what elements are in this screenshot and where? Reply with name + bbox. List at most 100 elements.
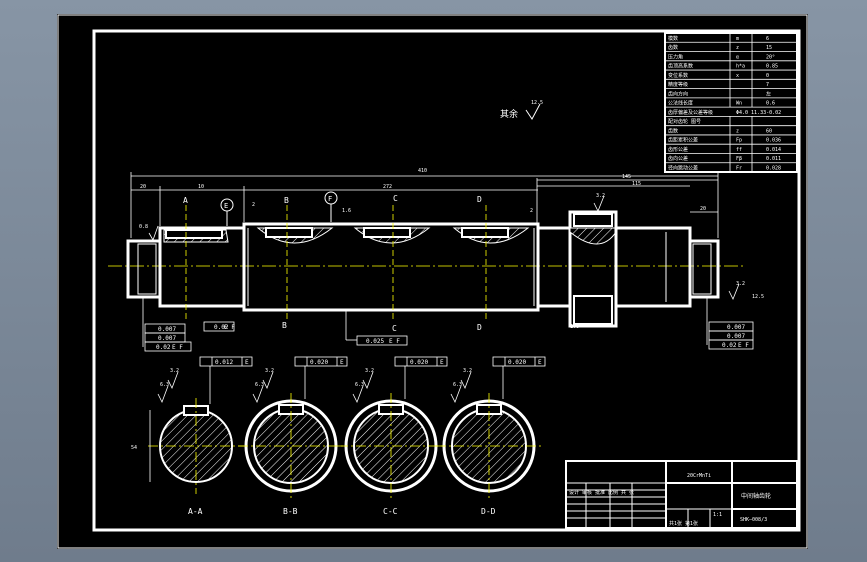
- top-dimensions: [130, 172, 719, 238]
- param-row: 变位系数 x 0: [665, 69, 797, 80]
- svg-text:115: 115: [632, 181, 641, 187]
- svg-text:E F: E F: [172, 344, 183, 351]
- svg-text:2: 2: [530, 208, 533, 214]
- svg-text:D: D: [477, 323, 482, 332]
- svg-text:0.02: 0.02: [214, 324, 229, 331]
- title-sheet: 共1张 第1张: [669, 520, 698, 527]
- outer-frame: [57, 14, 808, 549]
- svg-text:410: 410: [418, 168, 427, 174]
- svg-text:2: 2: [252, 202, 255, 208]
- svg-text:12.5: 12.5: [531, 100, 543, 106]
- svg-text:E F: E F: [738, 342, 749, 349]
- param-symbol: Wn: [736, 101, 742, 107]
- svg-text:3.2: 3.2: [596, 193, 605, 199]
- section-roughness: 3.2: [463, 368, 472, 374]
- param-label: 齿厚偏差及公差等级: [668, 109, 713, 116]
- svg-text:0.02: 0.02: [156, 344, 171, 351]
- section-tolerance-value: 0.020: [310, 359, 328, 366]
- svg-text:1.6: 1.6: [342, 208, 351, 214]
- param-symbol: Fp: [736, 138, 742, 144]
- section-name: C-C: [383, 507, 398, 516]
- svg-text:0.8: 0.8: [139, 224, 148, 230]
- param-label: 压力角: [668, 53, 683, 60]
- right-tolerance-frames: [706, 298, 754, 350]
- section-tolerance-ref: E: [538, 359, 542, 366]
- title-block: 20CrMnTi 中间轴齿轮 SHK—008/3 设计 审核 批准 比例 共 张…: [565, 460, 798, 529]
- param-row: 公法线长度 Wn 0.6: [665, 97, 797, 108]
- section-name: B-B: [283, 507, 298, 516]
- param-value: 7: [766, 82, 769, 88]
- inner-frame: [92, 29, 801, 532]
- param-value: 0.6: [766, 101, 775, 107]
- param-label: 模数: [668, 35, 678, 42]
- right-tolerance-texts: 0.007 0.007 0.02 E F: [722, 324, 749, 349]
- param-symbol: z: [736, 45, 739, 51]
- section-name: A-A: [188, 507, 203, 516]
- param-label: 齿向公差: [668, 155, 688, 162]
- svg-text:272: 272: [383, 184, 392, 190]
- param-value: 0.85: [766, 64, 778, 70]
- param-row: 齿距累积公差 Fp 0.036: [665, 134, 797, 145]
- param-value: 0: [766, 73, 769, 79]
- param-value: 左: [766, 90, 771, 97]
- param-label: 齿距累积公差: [668, 137, 698, 144]
- section-roughness: 3.2: [170, 368, 179, 374]
- svg-text:B: B: [282, 321, 287, 330]
- svg-text:0.007: 0.007: [158, 326, 176, 333]
- svg-text:0.007: 0.007: [727, 324, 745, 331]
- section-view: 0.020 E 6.3 3.2B-B: [238, 356, 348, 516]
- svg-text:145: 145: [622, 174, 631, 180]
- svg-text:E F: E F: [389, 338, 400, 345]
- section-roughness: 6.3: [255, 382, 264, 388]
- section-tolerance-ref: E: [245, 359, 249, 366]
- param-row: 配对齿轮 图号: [665, 116, 797, 126]
- datum-f-symbol: F: [324, 191, 338, 222]
- param-value: 0.036: [766, 138, 781, 144]
- section-cut-lines: [185, 205, 487, 320]
- param-label: 齿形公差: [668, 146, 688, 153]
- title-drawing-number: SHK—008/3: [740, 517, 767, 523]
- left-tolerance-texts: 0.007 0.007 0.02 E F 0.02 E F: [156, 324, 235, 351]
- section-roughness: 6.3: [355, 382, 364, 388]
- svg-text:D: D: [477, 195, 482, 204]
- param-value: 0.014: [766, 147, 781, 153]
- svg-text:20: 20: [140, 184, 146, 190]
- param-value: Φ4.0 11.33-0.02: [736, 110, 781, 116]
- section-tolerance-value: 0.020: [410, 359, 428, 366]
- param-value: 20°: [766, 54, 775, 60]
- title-designer-row: 设计 审核 批准 比例 共 张: [569, 489, 634, 496]
- section-tolerance-value: 0.012: [215, 359, 233, 366]
- section-roughness: 6.3: [160, 382, 169, 388]
- param-value: 6: [766, 36, 769, 42]
- param-symbol: ff: [736, 147, 742, 153]
- svg-text:C: C: [393, 194, 398, 203]
- param-symbol: Fβ: [736, 156, 742, 162]
- title-scale: 1:1: [713, 512, 722, 518]
- svg-text:10: 10: [198, 184, 204, 190]
- section-tolerance-ref: E: [340, 359, 344, 366]
- param-symbol: x: [736, 73, 739, 79]
- svg-text:12.5: 12.5: [752, 294, 764, 300]
- param-label: 变位系数: [668, 72, 688, 79]
- param-label: 齿数: [668, 44, 678, 51]
- title-material: 20CrMnTi: [687, 473, 711, 479]
- param-label: 公法线长度: [668, 100, 693, 107]
- remark-label: 其余: [500, 108, 518, 120]
- section-roughness: 3.2: [265, 368, 274, 374]
- section-roughness: 3.2: [365, 368, 374, 374]
- top-dimension-texts: 410 145 115 20 10 272 20 2 1.6 2: [140, 168, 706, 214]
- svg-text:0.025: 0.025: [366, 338, 384, 345]
